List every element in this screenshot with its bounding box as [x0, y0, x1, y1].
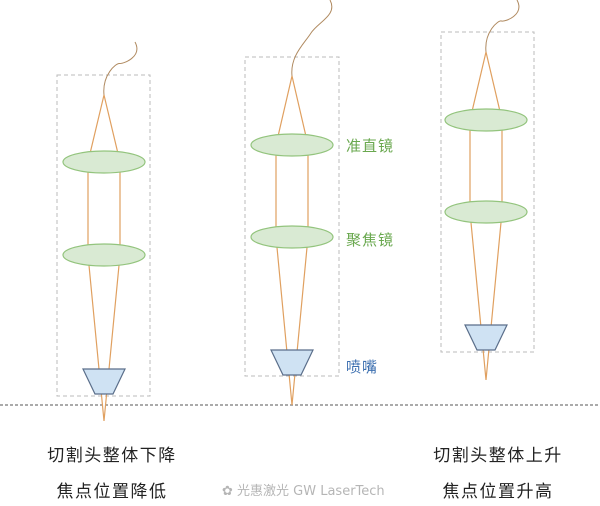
right-focus-lens — [444, 200, 528, 224]
watermark-text: 光惠激光 GW LaserTech — [237, 484, 385, 499]
middle-fiber-cable — [291, 0, 333, 77]
right-fiber-cable — [485, 0, 520, 53]
left-nozzle — [82, 368, 126, 395]
focus-lens-label: 聚焦镜 — [346, 231, 395, 249]
middle-collimator-lens — [250, 133, 334, 157]
middle-nozzle — [270, 349, 314, 376]
wechat-icon: ✿ — [222, 484, 238, 499]
right-collimator-lens — [444, 108, 528, 132]
right-head-outline — [440, 31, 535, 353]
left-focus-lens — [62, 243, 146, 267]
left-collimator-lens — [62, 150, 146, 174]
nozzle-label: 喷嘴 — [346, 358, 379, 376]
middle-focus-lens — [250, 225, 334, 249]
watermark: ✿ 光惠激光 GW LaserTech — [222, 480, 385, 499]
left-caption-line2: 焦点位置降低 — [56, 482, 168, 502]
right-caption-line2: 焦点位置升高 — [442, 482, 554, 502]
right-caption-line1: 切割头整体上升 — [433, 446, 563, 466]
right-nozzle — [464, 324, 508, 351]
collimator-label: 准直镜 — [346, 137, 395, 155]
middle-head-outline — [244, 56, 340, 377]
left-caption-line1: 切割头整体下降 — [47, 446, 177, 466]
left-head-outline — [56, 74, 151, 397]
left-fiber-cable — [103, 41, 138, 96]
